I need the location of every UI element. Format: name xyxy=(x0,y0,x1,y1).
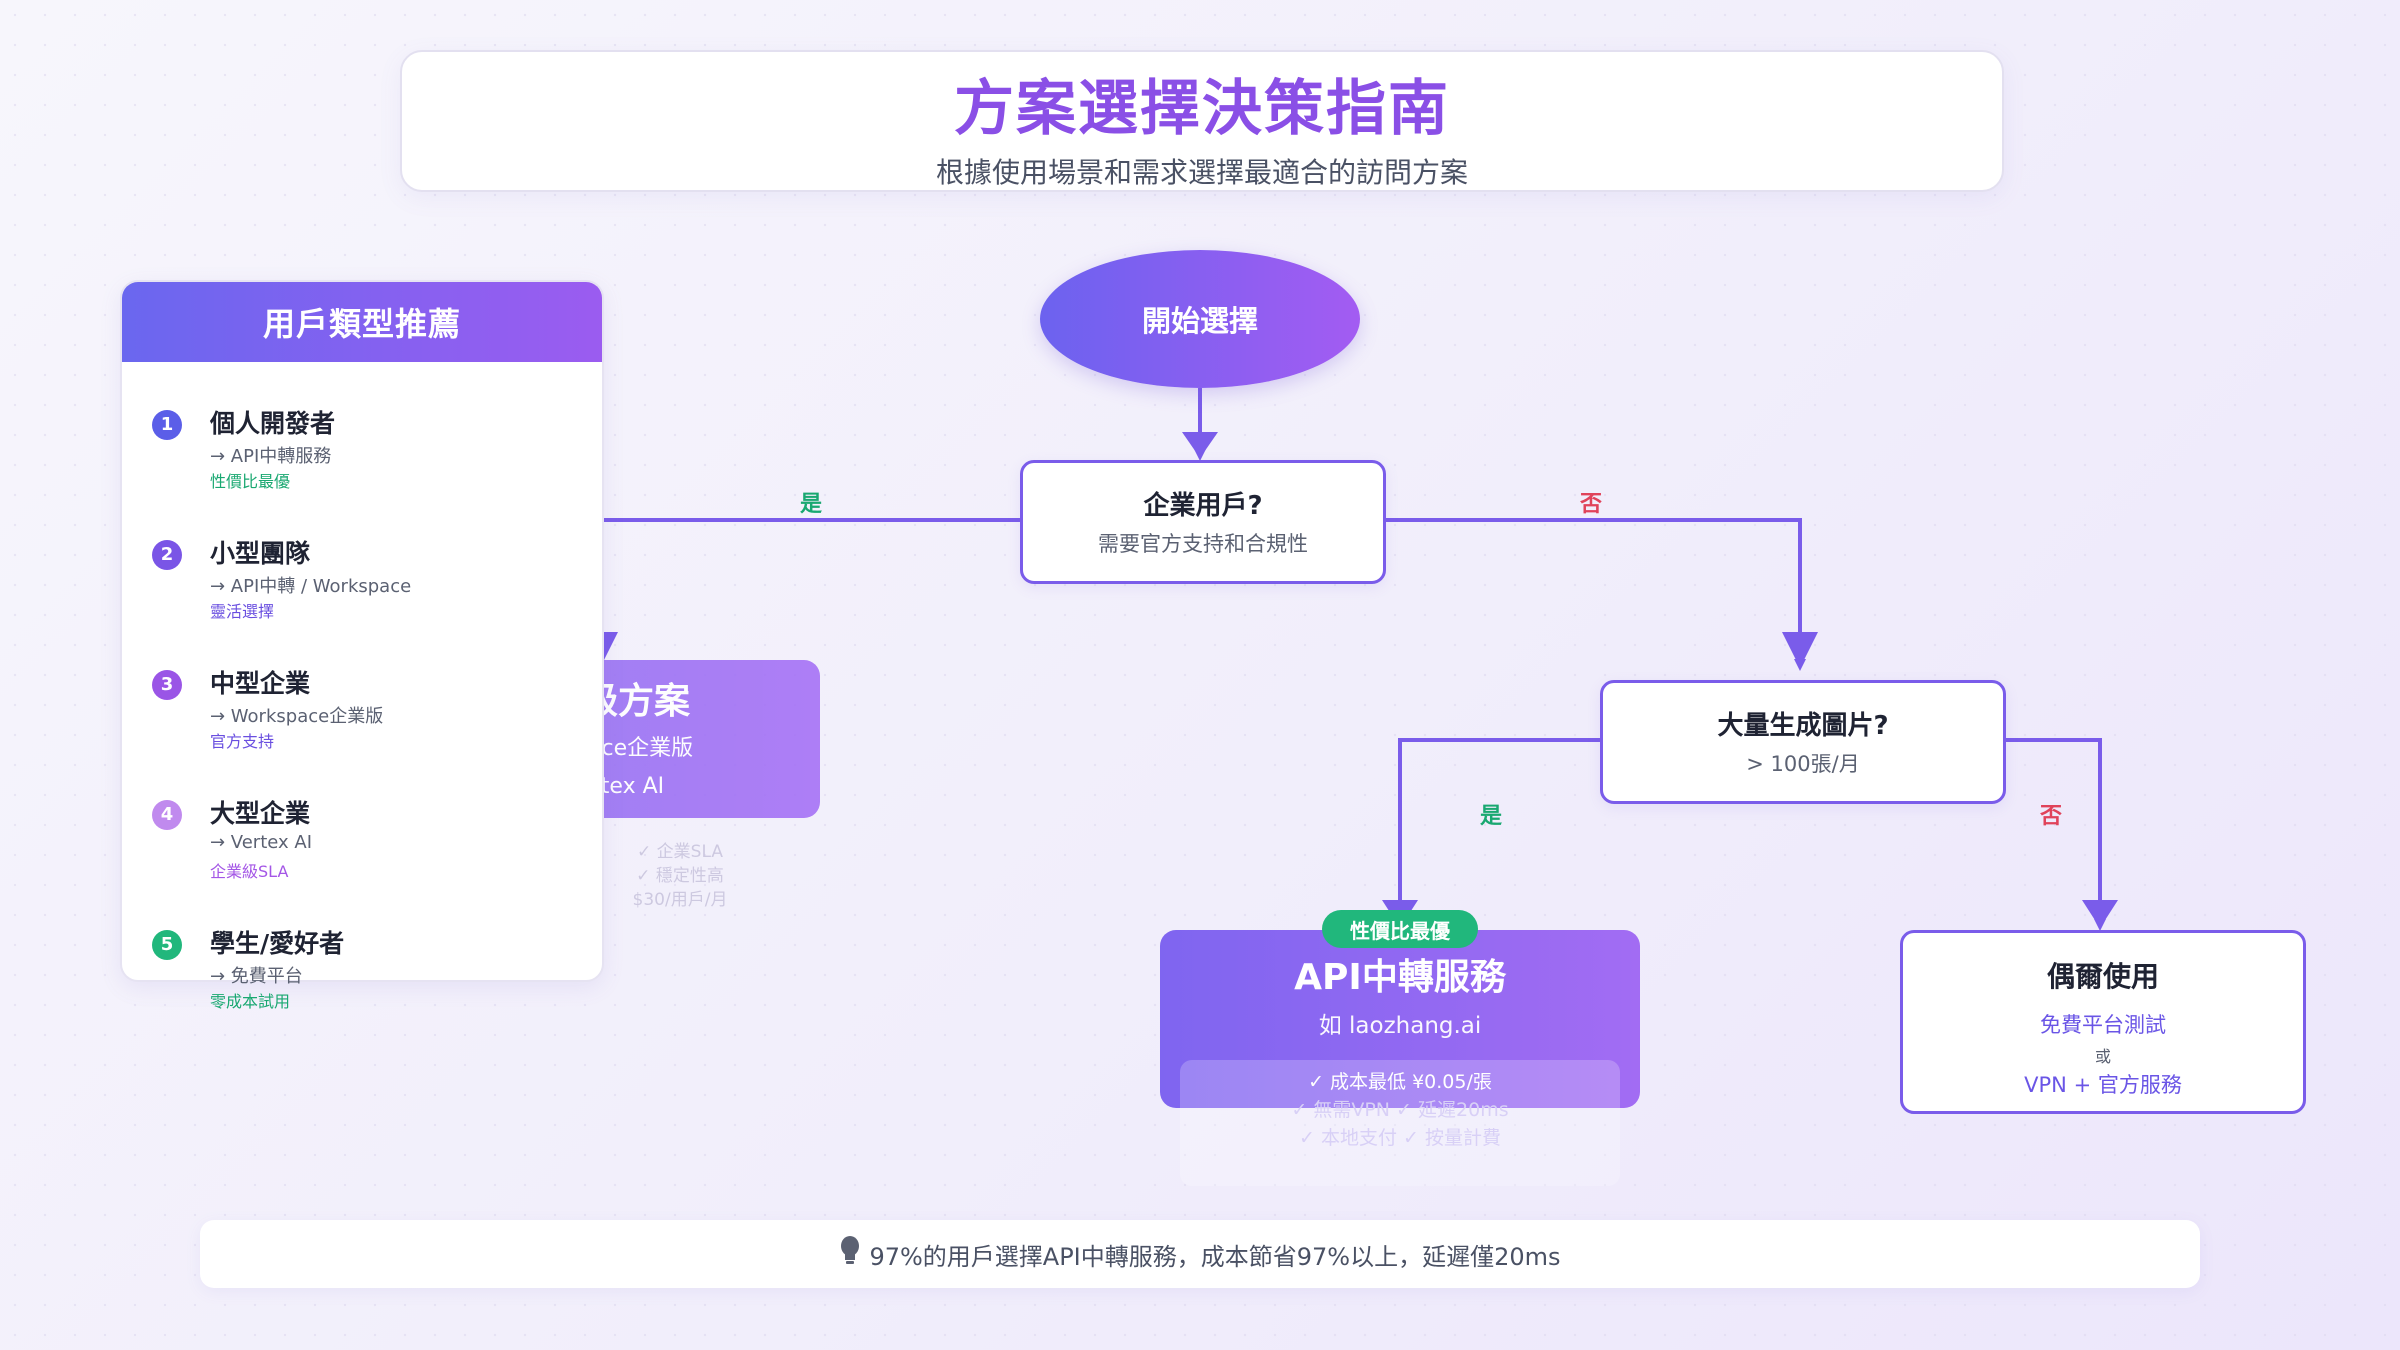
arrowhead-decision1-no xyxy=(1782,632,1818,668)
number-badge: 4 xyxy=(152,800,182,830)
user-type-recommendation: → 免費平台 xyxy=(210,966,303,987)
occasional-use-card: 偶爾使用 免費平台測試 或 VPN + 官方服務 xyxy=(1900,930,2306,1114)
number-badge: 2 xyxy=(152,540,182,570)
enterprise-benefits: ✓ 企業SLA ✓ 穩定性高 $30/用戶/月 xyxy=(560,840,800,960)
decision-subtitle: > 100張/月 xyxy=(1746,752,1860,776)
arrow-decision2-no xyxy=(2000,738,2106,931)
api-relay-subtitle: 如 laozhang.ai xyxy=(1318,1013,1482,1039)
user-type-tag: 靈活選擇 xyxy=(210,602,275,621)
decision-title: 大量生成圖片? xyxy=(1717,711,1889,741)
no-label: 否 xyxy=(2040,804,2063,829)
user-type-tag: 企業級SLA xyxy=(210,862,289,881)
user-type-tag: 零成本試用 xyxy=(210,992,291,1011)
yes-label: 是 xyxy=(800,492,823,517)
occasional-use-title: 偶爾使用 xyxy=(2046,960,2159,993)
occasional-or: 或 xyxy=(2094,1047,2111,1066)
enterprise-benefit: $30/用戶/月 xyxy=(632,890,728,910)
user-type-tag: 性價比最優 xyxy=(210,472,291,491)
user-type-tag: 官方支持 xyxy=(210,732,275,751)
page-subtitle: 根據使用場景和需求選擇最適合的訪問方案 xyxy=(935,156,1468,189)
user-type-name: 中型企業 xyxy=(210,669,311,698)
decision-subtitle: 需要官方支持和合規性 xyxy=(1098,532,1308,556)
user-type-recommendation: → Vertex AI xyxy=(210,832,313,853)
best-value-badge: 性價比最優 xyxy=(1322,910,1478,948)
arrowhead-decision2-no xyxy=(2082,900,2118,928)
user-type-name: 小型團隊 xyxy=(210,539,311,568)
user-type-name: 大型企業 xyxy=(210,799,311,828)
title-card: 方案選擇決策指南 根據使用場景和需求選擇最適合的訪問方案 xyxy=(400,50,2004,192)
arrow-decision2-yes xyxy=(1394,738,1600,931)
enterprise-benefit: ✓ 企業SLA xyxy=(637,842,723,862)
enterprise-benefit: ✓ 穩定性高 xyxy=(636,866,724,886)
number-badge: 3 xyxy=(152,670,182,700)
arrow-decision1-yes xyxy=(594,518,1020,661)
arrow-decision1-no xyxy=(1380,518,1806,671)
api-relay-title: API中轉服務 xyxy=(1294,957,1506,998)
occasional-option-free: 免費平台測試 xyxy=(2040,1013,2166,1037)
api-relay-benefits: ✓ 成本最低 ¥0.05/張 ✓ 無需VPN ✓ 延遲20ms ✓ 本地支付 ✓… xyxy=(1180,1060,1620,1186)
api-benefit: ✓ 本地支付 ✓ 按量計費 xyxy=(1299,1127,1501,1149)
api-relay-card: API中轉服務 如 laozhang.ai xyxy=(1160,930,1640,1108)
start-node: 開始選擇 xyxy=(1040,250,1360,388)
occasional-option-vpn: VPN + 官方服務 xyxy=(2024,1073,2182,1097)
user-type-name: 個人開發者 xyxy=(210,409,336,438)
number-badge: 1 xyxy=(152,410,182,440)
api-benefit: ✓ 無需VPN ✓ 延遲20ms xyxy=(1291,1099,1509,1121)
user-type-recommendation: → API中轉服務 xyxy=(210,446,332,467)
user-type-recommendation: → API中轉 / Workspace xyxy=(210,576,412,597)
user-type-panel-header: 用戶類型推薦 xyxy=(122,282,602,362)
decision-bulk-images: 大量生成圖片? > 100張/月 xyxy=(1600,680,2006,804)
footer-text: 97%的用戶選擇API中轉服務，成本節省97%以上，延遲僅20ms xyxy=(869,1242,1561,1271)
decision-enterprise-user: 企業用戶? 需要官方支持和合規性 xyxy=(1020,460,1386,584)
number-badge: 5 xyxy=(152,930,182,960)
page-title: 方案選擇決策指南 xyxy=(954,74,1450,144)
no-label: 否 xyxy=(1580,492,1603,517)
api-benefit: ✓ 成本最低 ¥0.05/張 xyxy=(1308,1071,1492,1093)
decision-title: 企業用戶? xyxy=(1143,491,1263,521)
user-type-panel: 用戶類型推薦 1 個人開發者 → API中轉服務 性價比最優 2 小型團隊 → … xyxy=(120,280,604,1011)
arrowhead-start xyxy=(1182,432,1218,458)
user-type-recommendation: → Workspace企業版 xyxy=(210,706,384,727)
footer-insight: 97%的用戶選擇API中轉服務，成本節省97%以上，延遲僅20ms xyxy=(200,1220,2200,1288)
yes-label: 是 xyxy=(1480,804,1503,829)
user-type-name: 學生/愛好者 xyxy=(210,929,345,958)
lightbulb-icon xyxy=(839,1236,861,1272)
